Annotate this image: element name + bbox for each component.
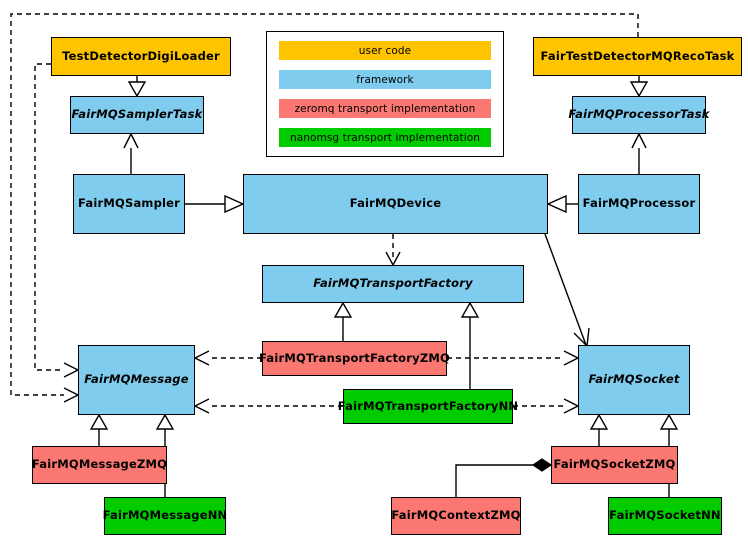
class-box-fair-mq-socket-zmq[interactable]: FairMQSocketZMQ <box>551 446 678 484</box>
edge-recotask-to-processortask <box>629 76 649 98</box>
class-label: FairMQSocketNN <box>609 508 721 523</box>
class-label: FairMQSocketZMQ <box>553 457 676 472</box>
class-box-fair-mq-context-zmq[interactable]: FairMQContextZMQ <box>391 497 521 535</box>
edge-digiloader-to-samplertask <box>127 76 147 98</box>
class-box-fair-mq-message-zmq[interactable]: FairMQMessageZMQ <box>32 446 167 484</box>
edge-tfzmq-to-message <box>193 350 262 366</box>
class-label: FairMQMessageNN <box>102 508 228 523</box>
class-label: FairMQMessage <box>84 372 189 387</box>
class-box-fair-mq-message-nn[interactable]: FairMQMessageNN <box>102 497 228 535</box>
class-box-fair-mq-device[interactable]: FairMQDevice <box>243 174 548 234</box>
class-box-test-detector-digi-loader[interactable]: TestDetectorDigiLoader <box>51 37 231 76</box>
class-label: FairMQSamplerTask <box>71 107 203 122</box>
class-label: FairMQSocket <box>588 372 680 387</box>
edge-socketzmq-to-socket <box>589 413 609 446</box>
class-box-fair-mq-socket-nn[interactable]: FairMQSocketNN <box>608 497 722 535</box>
edge-sampler-to-device <box>185 194 245 214</box>
edge-tfzmq-to-transportfactory <box>333 301 353 341</box>
edge-tfzmq-to-socket <box>447 350 580 366</box>
edge-tfnn-to-transportfactory <box>460 301 480 389</box>
class-box-fair-mq-processor[interactable]: FairMQProcessor <box>578 174 700 234</box>
class-box-fair-mq-transport-factory[interactable]: FairMQTransportFactory <box>262 265 524 303</box>
class-label: FairMQProcessor <box>582 196 696 211</box>
class-label: FairMQTransportFactoryZMQ <box>259 350 451 365</box>
class-label: FairMQContextZMQ <box>391 508 521 523</box>
class-label: FairMQSampler <box>77 196 181 211</box>
edge-processor-to-processortask <box>631 132 647 174</box>
class-label: FairMQTransportFactory <box>313 276 473 291</box>
class-label: FairMQMessageZMQ <box>31 457 168 472</box>
class-box-fair-test-detector-mq-reco-task[interactable]: FairTestDetectorMQRecoTask <box>533 37 742 76</box>
class-label: FairMQProcessorTask <box>568 107 710 122</box>
edge-device-to-transportfactory <box>385 234 401 267</box>
legend-row-user-code: user code <box>279 41 491 60</box>
class-box-fair-mq-message[interactable]: FairMQMessage <box>78 345 195 415</box>
edge-socketzmq-to-contextzmq <box>455 458 553 497</box>
legend-row-nanomsg: nanomsg transport implementation <box>279 128 491 147</box>
class-box-fair-mq-sampler-task[interactable]: FairMQSamplerTask <box>70 96 204 134</box>
legend-panel: user code framework zeromq transport imp… <box>266 31 504 157</box>
class-label: FairTestDetectorMQRecoTask <box>540 48 735 63</box>
legend-row-framework: framework <box>279 70 491 89</box>
class-label: FairMQDevice <box>349 196 442 211</box>
class-label: FairMQTransportFactoryNN <box>337 398 519 413</box>
legend-label-user-code: user code <box>358 44 412 57</box>
edge-processor-to-device <box>546 194 578 214</box>
class-box-fair-mq-socket[interactable]: FairMQSocket <box>578 345 690 415</box>
edge-messagezmq-to-message <box>89 413 109 446</box>
edge-device-to-socket <box>544 233 590 348</box>
edge-sampler-to-samplertask <box>123 132 139 174</box>
edge-tfnn-to-message <box>193 398 343 414</box>
edge-tfnn-to-socket <box>513 398 580 414</box>
class-box-fair-mq-transport-factory-zmq[interactable]: FairMQTransportFactoryZMQ <box>259 341 451 376</box>
legend-label-framework: framework <box>356 73 414 86</box>
class-label: TestDetectorDigiLoader <box>62 48 220 63</box>
class-box-fair-mq-transport-factory-nn[interactable]: FairMQTransportFactoryNN <box>338 389 518 424</box>
legend-row-zeromq: zeromq transport implementation <box>279 99 491 118</box>
class-box-fair-mq-processor-task[interactable]: FairMQProcessorTask <box>568 96 709 134</box>
legend-label-nanomsg: nanomsg transport implementation <box>289 131 481 144</box>
class-box-fair-mq-sampler[interactable]: FairMQSampler <box>73 174 185 234</box>
legend-label-zeromq: zeromq transport implementation <box>294 102 476 115</box>
